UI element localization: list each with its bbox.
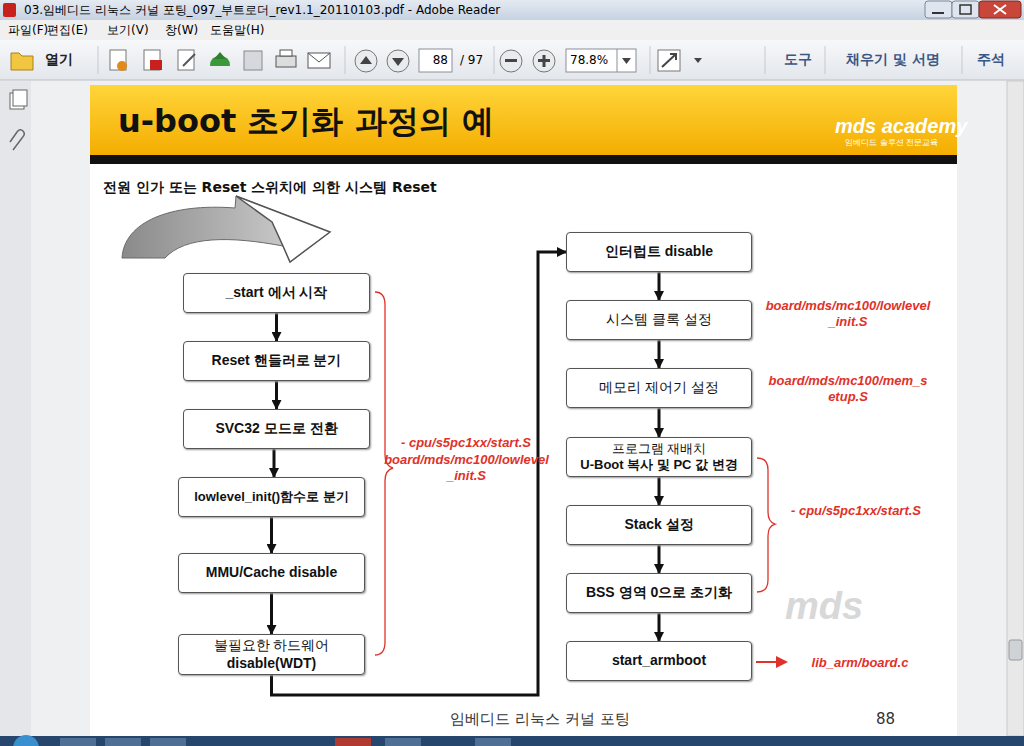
toolbar-icons <box>11 46 962 74</box>
source-file-note: lib_arm/board.c <box>795 655 925 671</box>
menu-item: 창(W) <box>165 23 198 37</box>
process-box: 불필요한 하드웨어disable(WDT) <box>178 634 365 675</box>
bracket <box>375 292 393 655</box>
slide-header-line <box>90 155 957 164</box>
title-bar <box>0 0 1024 20</box>
menu-item: 도움말(H) <box>210 23 264 37</box>
process-box: Reset 핸들러로 분기 <box>183 341 370 381</box>
footer-text: 임베디드 리눅스 커널 포팅 <box>425 710 655 728</box>
box-text: 인터럽트 disable <box>605 243 713 261</box>
process-box: 인터럽트 disable <box>566 232 752 272</box>
scroll-thumb <box>1009 640 1022 660</box>
slide <box>90 85 957 736</box>
pointer-arrow <box>756 656 788 668</box>
page-count: / 97 <box>460 53 483 67</box>
source-file-note: - cpu/s5pc1xx/start.S <box>391 435 541 451</box>
process-box: BSS 영역 0으로 초기화 <box>566 573 752 613</box>
side-panel-icons <box>10 90 27 150</box>
process-box: 프로그램 재배치U-Boot 복사 및 PC 값 변경 <box>566 437 752 477</box>
app-icon <box>3 3 16 17</box>
process-box: SVC32 모드로 전환 <box>183 409 370 449</box>
source-file-note: board/mds/mc100/mem_setup.S <box>766 373 930 404</box>
window-buttons <box>925 1 1021 18</box>
window-title: 03.임베디드 리눅스 커널 포팅_097_부트로더_rev1.1_201101… <box>24 3 500 17</box>
process-box: MMU/Cache disable <box>178 553 365 593</box>
document-area <box>31 81 1007 736</box>
taskbar <box>0 736 1024 746</box>
curved-arrow <box>122 196 330 262</box>
box-text: 메모리 제어기 설정 <box>599 379 719 397</box>
source-file-note: board/mds/mc100/lowlevel_init.S <box>764 298 932 329</box>
slide-title: u-boot 초기화 과정의 예 <box>118 100 494 144</box>
toolbar-tab: 채우기 및 서명 <box>846 51 940 68</box>
flow-arrow <box>658 272 661 300</box>
box-text: disable(WDT) <box>227 655 316 673</box>
zoom-field: 78.8% <box>570 53 608 67</box>
box-text: 프로그램 재배치 <box>612 441 707 457</box>
source-file-note: board/mds/mc100/lowlevel_init.S <box>384 452 549 483</box>
toolbar-tab: 도구 <box>784 51 812 68</box>
flow-arrow <box>658 545 661 573</box>
watermark: mds <box>785 584 863 630</box>
flow-arrow <box>270 517 273 553</box>
flow-arrow <box>273 449 276 477</box>
taskbar-buttons <box>13 735 511 746</box>
menu-item: 보기(V) <box>107 23 149 37</box>
flow-arrow <box>270 593 273 634</box>
logo: mds academy <box>835 114 967 138</box>
box-text: SVC32 모드로 전환 <box>215 420 337 438</box>
slide-header-band <box>90 85 957 155</box>
side-panel <box>0 81 31 736</box>
flow-arrow <box>658 340 661 368</box>
flow-arrow <box>658 613 661 641</box>
box-text: 시스템 클록 설정 <box>606 311 712 329</box>
box-text: Stack 설정 <box>624 516 693 534</box>
toolbar <box>0 40 1024 80</box>
scrollbar <box>1007 81 1024 736</box>
page-number-field: 88 <box>419 53 448 67</box>
process-box: lowlevel_init()함수로 분기 <box>178 477 365 517</box>
process-box: start_armboot <box>566 641 752 681</box>
process-box: _start 에서 시작 <box>183 273 370 313</box>
box-text: _start 에서 시작 <box>226 284 328 302</box>
flow-arrow <box>275 313 278 341</box>
flow-arrow <box>275 381 278 409</box>
page-number: 88 <box>876 710 895 728</box>
box-text: U-Boot 복사 및 PC 값 변경 <box>580 457 737 473</box>
process-box: Stack 설정 <box>566 505 752 545</box>
logo-subtitle: 임베디드 솔루션 전문교육 <box>845 138 938 148</box>
box-text: BSS 영역 0으로 초기화 <box>586 584 732 602</box>
process-box: 시스템 클록 설정 <box>566 300 752 340</box>
box-text: Reset 핸들러로 분기 <box>212 352 342 370</box>
intro-text: 전원 인가 또는 Reset 스위치에 의한 시스템 Reset <box>103 179 437 196</box>
curved-arrow-head <box>236 196 330 262</box>
process-box: 메모리 제어기 설정 <box>566 368 752 408</box>
menu-item: 파일(F) <box>8 23 48 37</box>
flow-arrow <box>658 408 661 437</box>
flow-arrow <box>658 477 661 505</box>
flow-arrow <box>272 252 567 695</box>
source-file-note: - cpu/s5pc1xx/start.S <box>776 503 936 519</box>
box-text: MMU/Cache disable <box>206 564 337 582</box>
box-text: 불필요한 하드웨어 <box>214 637 330 655</box>
menu-item: 편집(E) <box>47 23 88 37</box>
menu-bar <box>0 20 1024 40</box>
toolbar-tab: 주석 <box>977 51 1005 68</box>
bracket <box>757 458 775 592</box>
toolbar-button: 열기 <box>45 51 73 68</box>
box-text: start_armboot <box>612 652 706 670</box>
box-text: lowlevel_init()함수로 분기 <box>194 489 349 505</box>
